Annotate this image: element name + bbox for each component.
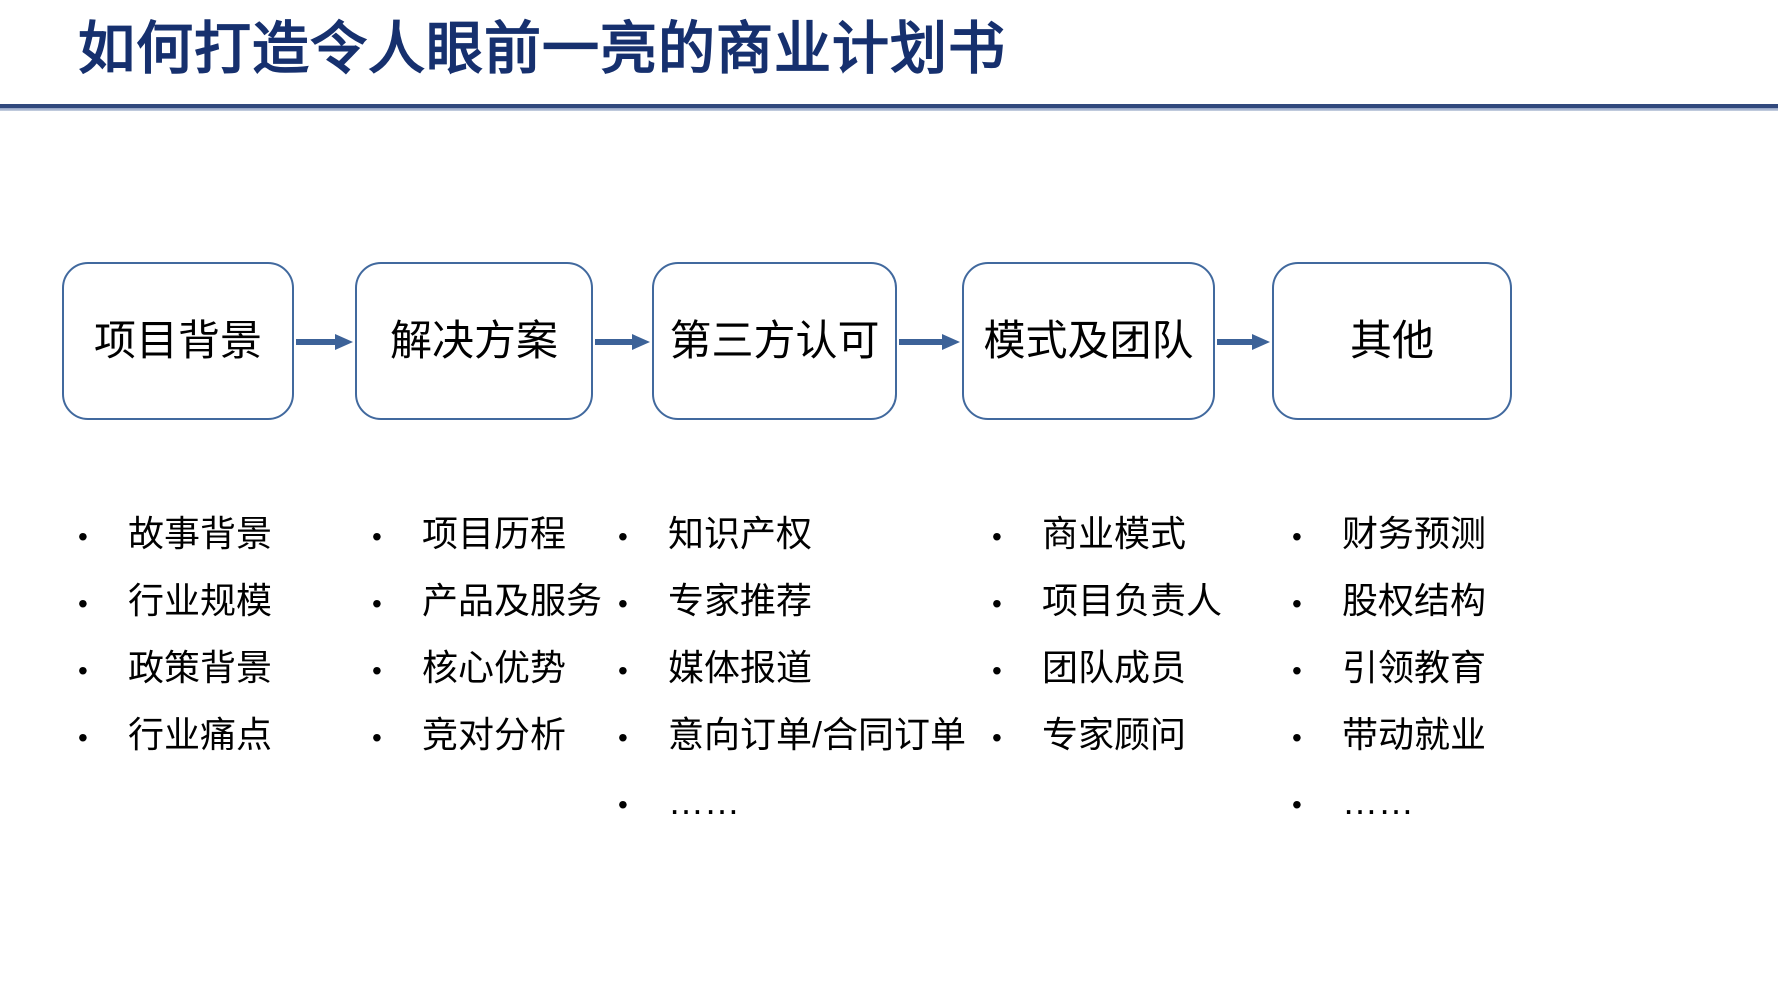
list-item-label: 核心优势 (422, 647, 567, 688)
bullet-dot-icon: • (372, 588, 382, 619)
bullet-column-5: • 财务预测 • 股权结构 • 引领教育 • 带动就业 • …… (1292, 500, 1486, 835)
list-item[interactable]: • 项目负责人 (992, 567, 1222, 634)
flow-node-2[interactable]: 解决方案 (355, 262, 593, 420)
list-item[interactable]: • 专家顾问 (992, 701, 1222, 768)
detail-columns: • 故事背景 • 行业规模 • 政策背景 • 行业痛点 • 项目历程 • 产品及服务 • 核心优势 • 竞对分… (0, 500, 1778, 900)
list-item[interactable]: • 故事背景 (78, 500, 272, 567)
bullet-dot-icon: • (1292, 722, 1302, 753)
list-item-label: 团队成员 (1042, 647, 1187, 688)
arrow-head-icon (1252, 334, 1270, 350)
flow-node-5[interactable]: 其他 (1272, 262, 1512, 420)
bullet-dot-icon: • (618, 722, 628, 753)
bullet-dot-icon: • (372, 521, 382, 552)
bullet-column-4: • 商业模式 • 项目负责人 • 团队成员 • 专家顾问 (992, 500, 1222, 768)
list-item[interactable]: • 意向订单/合同订单 (618, 701, 966, 768)
list-item-label: …… (1342, 781, 1414, 822)
list-item-label: 行业痛点 (128, 714, 273, 755)
bullet-dot-icon: • (992, 588, 1002, 619)
list-item[interactable]: • 团队成员 (992, 634, 1222, 701)
list-item[interactable]: • 知识产权 (618, 500, 966, 567)
list-item[interactable]: • 商业模式 (992, 500, 1222, 567)
list-item-label: 带动就业 (1342, 714, 1487, 755)
flow-node-label: 第三方认可 (669, 317, 880, 364)
flow-node-label: 解决方案 (389, 317, 558, 364)
bullet-dot-icon: • (1292, 789, 1302, 820)
slide-header: 如何打造令人眼前一亮的商业计划书 (0, 0, 1778, 118)
arrow-shaft (595, 339, 634, 345)
bullet-dot-icon: • (992, 521, 1002, 552)
bullet-dot-icon: • (372, 722, 382, 753)
bullet-dot-icon: • (1292, 521, 1302, 552)
list-item-label: 故事背景 (128, 513, 273, 554)
arrow-shaft (899, 339, 944, 345)
arrow-head-icon (335, 334, 353, 350)
list-item[interactable]: • 行业规模 (78, 567, 272, 634)
flow-node-4[interactable]: 模式及团队 (962, 262, 1215, 420)
bullet-dot-icon: • (618, 789, 628, 820)
list-item[interactable]: • 财务预测 (1292, 500, 1486, 567)
list-item[interactable]: • 政策背景 (78, 634, 272, 701)
bullet-dot-icon: • (78, 655, 88, 686)
header-divider (0, 104, 1778, 111)
flow-node-label: 其他 (1349, 317, 1434, 364)
list-item[interactable]: • 产品及服务 (372, 567, 602, 634)
bullet-dot-icon: • (618, 521, 628, 552)
list-item-label: 政策背景 (128, 647, 273, 688)
list-item-label: 商业模式 (1042, 513, 1187, 554)
bullet-dot-icon: • (992, 722, 1002, 753)
process-flow: 项目背景 解决方案 第三方认可 模式及团队 其他 (0, 262, 1778, 422)
bullet-dot-icon: • (992, 655, 1002, 686)
list-item[interactable]: • 项目历程 (372, 500, 602, 567)
list-item-label: 项目负责人 (1042, 580, 1223, 621)
list-item[interactable]: • 专家推荐 (618, 567, 966, 634)
flow-arrow-2 (595, 334, 650, 350)
list-item-label: 知识产权 (668, 513, 813, 554)
bullet-dot-icon: • (78, 521, 88, 552)
flow-node-label: 项目背景 (93, 317, 262, 364)
list-item-label: 媒体报道 (668, 647, 813, 688)
list-item[interactable]: • 竞对分析 (372, 701, 602, 768)
list-item-label: 行业规模 (128, 580, 273, 621)
arrow-head-icon (632, 334, 650, 350)
list-item-label: 引领教育 (1342, 647, 1487, 688)
flow-arrow-4 (1217, 334, 1270, 350)
page-title: 如何打造令人眼前一亮的商业计划书 (78, 17, 1006, 81)
list-item-label: 专家推荐 (668, 580, 813, 621)
bullet-dot-icon: • (1292, 588, 1302, 619)
list-item-label: 意向订单/合同订单 (668, 714, 967, 755)
list-item[interactable]: • 股权结构 (1292, 567, 1486, 634)
flow-node-label: 模式及团队 (983, 317, 1194, 364)
bullet-dot-icon: • (618, 588, 628, 619)
flow-node-1[interactable]: 项目背景 (62, 262, 294, 420)
list-item[interactable]: • …… (618, 768, 966, 835)
list-item[interactable]: • 核心优势 (372, 634, 602, 701)
bullet-dot-icon: • (78, 588, 88, 619)
list-item[interactable]: • 媒体报道 (618, 634, 966, 701)
list-item[interactable]: • 带动就业 (1292, 701, 1486, 768)
bullet-dot-icon: • (618, 655, 628, 686)
bullet-dot-icon: • (1292, 655, 1302, 686)
list-item-label: …… (668, 781, 740, 822)
list-item-label: 股权结构 (1342, 580, 1487, 621)
list-item[interactable]: • …… (1292, 768, 1486, 835)
flow-arrow-1 (296, 334, 353, 350)
arrow-head-icon (942, 334, 960, 350)
bullet-dot-icon: • (78, 722, 88, 753)
list-item[interactable]: • 行业痛点 (78, 701, 272, 768)
arrow-shaft (1217, 339, 1254, 345)
list-item-label: 项目历程 (422, 513, 567, 554)
list-item-label: 产品及服务 (422, 580, 603, 621)
list-item-label: 专家顾问 (1042, 714, 1187, 755)
bullet-column-3: • 知识产权 • 专家推荐 • 媒体报道 • 意向订单/合同订单 • …… (618, 500, 966, 835)
flow-arrow-3 (899, 334, 960, 350)
list-item-label: 财务预测 (1342, 513, 1487, 554)
arrow-shaft (296, 339, 337, 345)
flow-node-3[interactable]: 第三方认可 (652, 262, 897, 420)
bullet-column-2: • 项目历程 • 产品及服务 • 核心优势 • 竞对分析 (372, 500, 602, 768)
bullet-column-1: • 故事背景 • 行业规模 • 政策背景 • 行业痛点 (78, 500, 272, 768)
list-item[interactable]: • 引领教育 (1292, 634, 1486, 701)
list-item-label: 竞对分析 (422, 714, 567, 755)
bullet-dot-icon: • (372, 655, 382, 686)
